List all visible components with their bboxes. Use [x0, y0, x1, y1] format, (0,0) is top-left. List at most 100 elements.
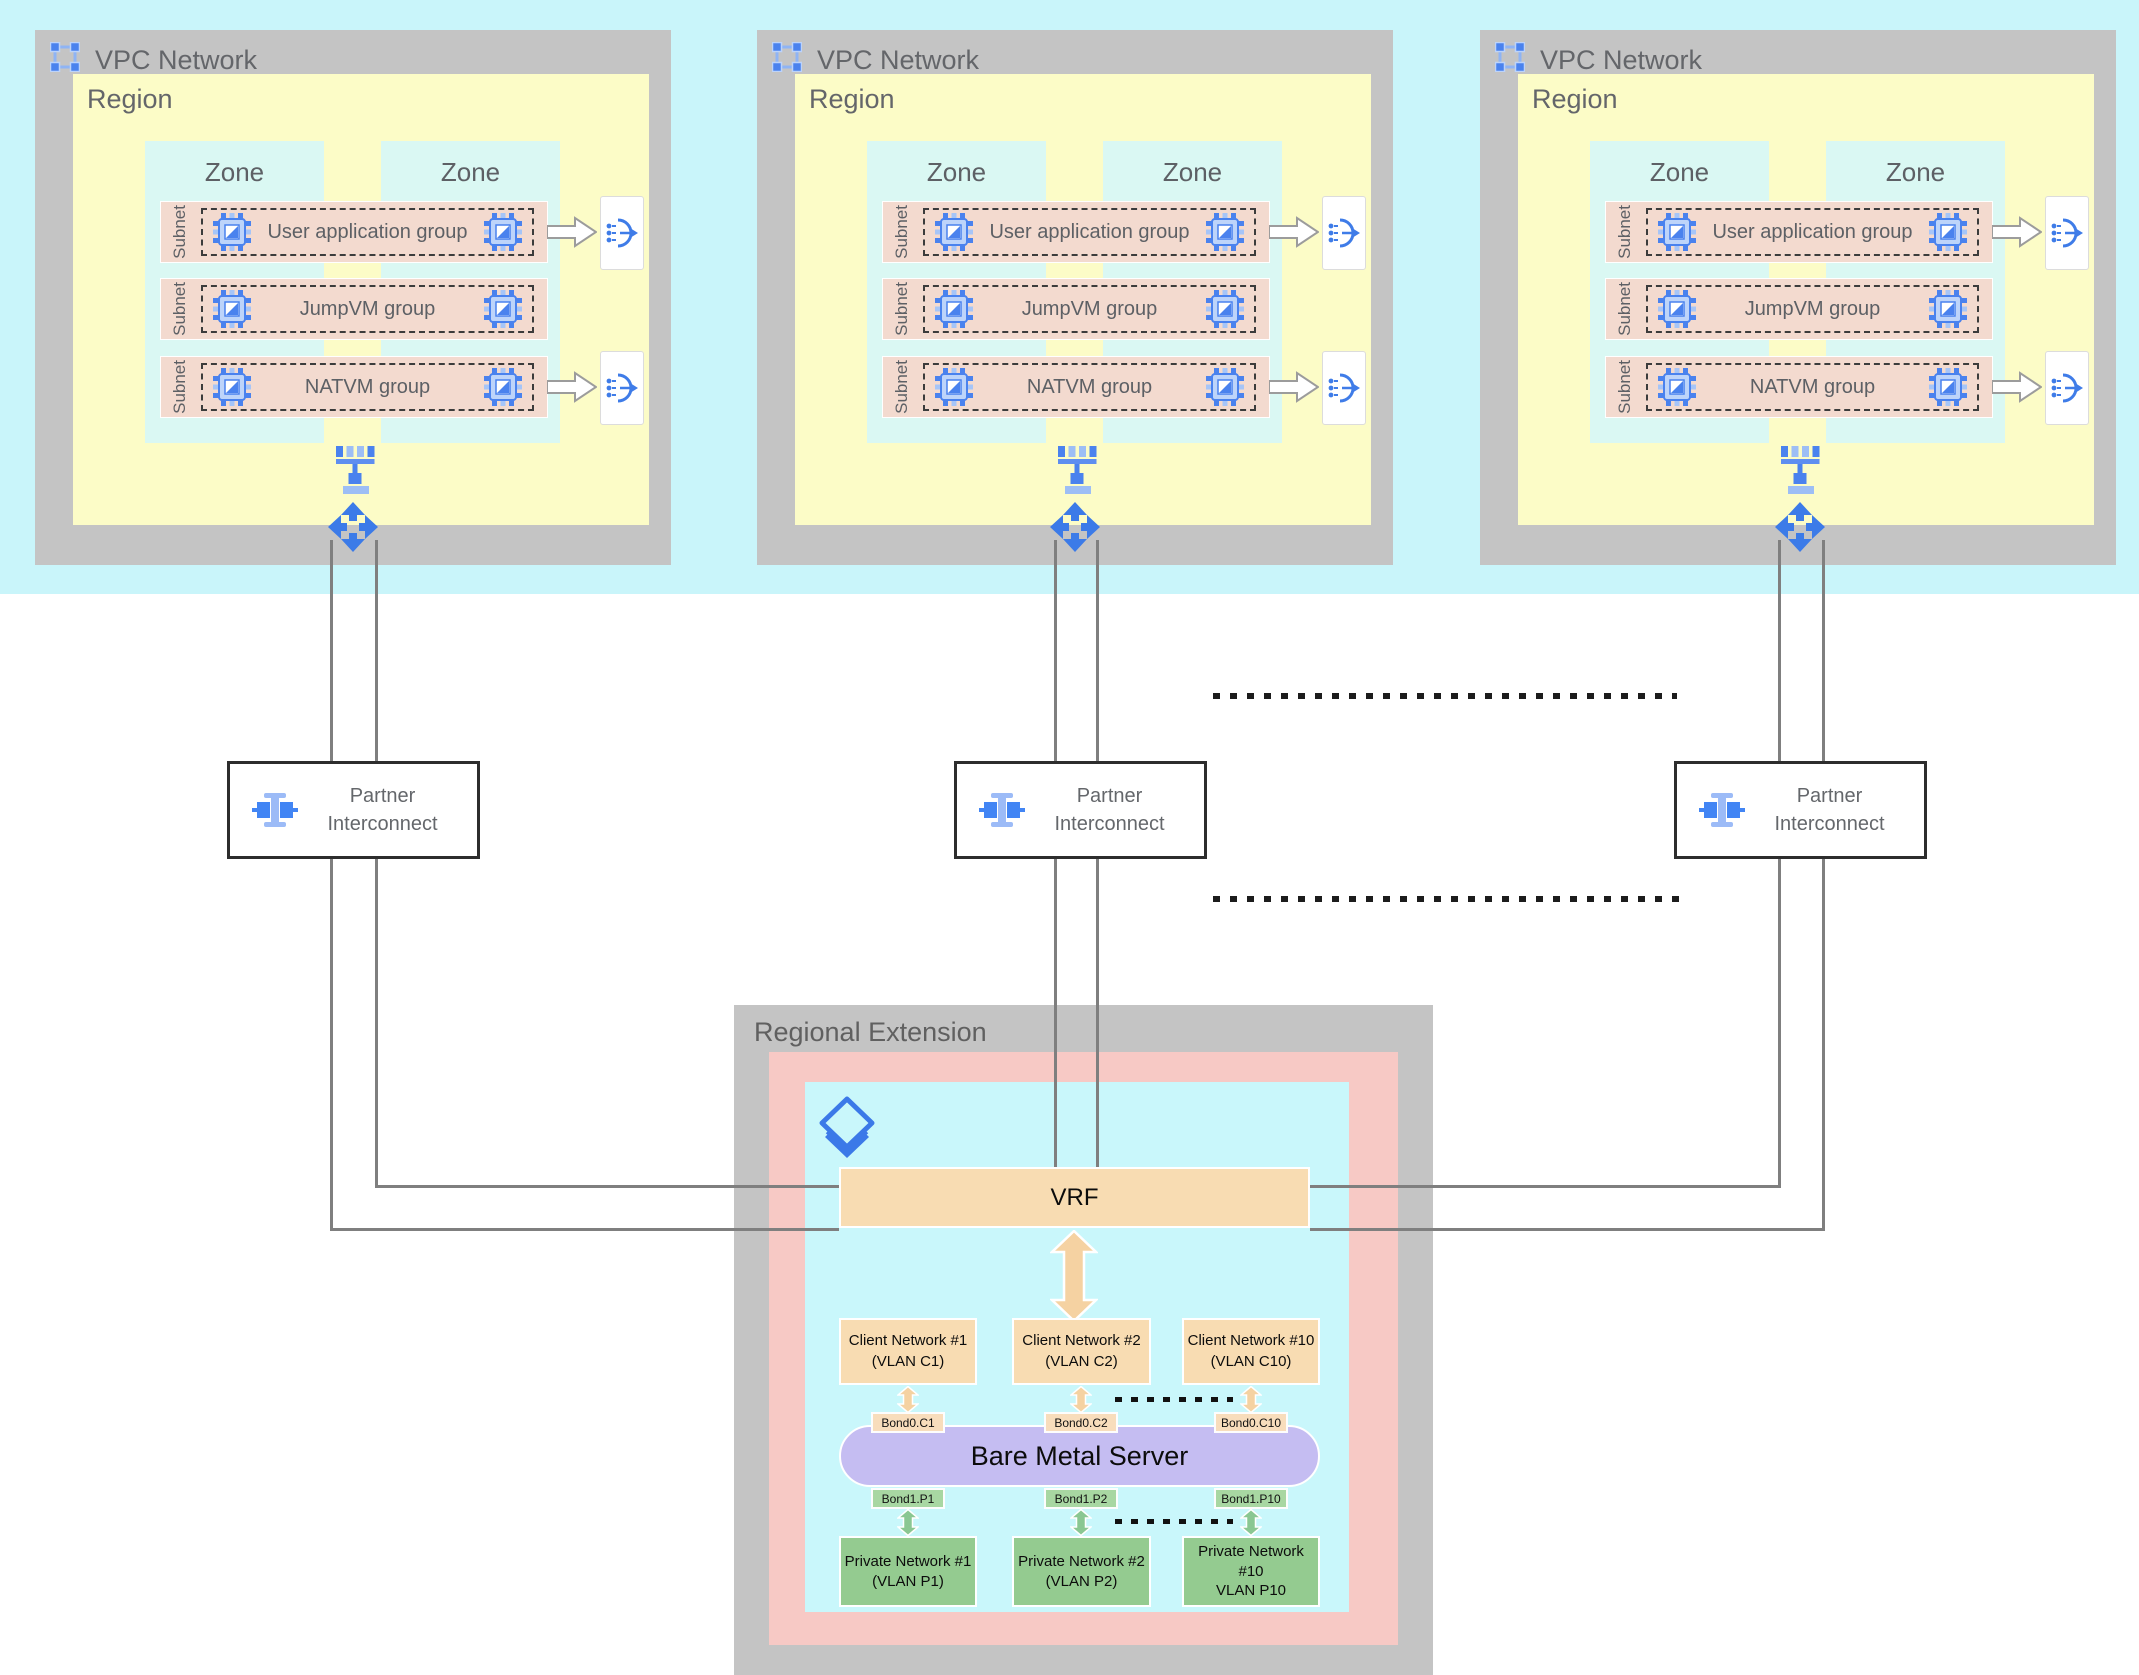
instance-group-outline: NATVM group [201, 363, 534, 411]
vpc-icon [772, 42, 802, 72]
bond-interface-label: Bond1.P10 [1214, 1488, 1288, 1509]
subnet-label: Subnet [1615, 282, 1634, 336]
zone-title: Zone [204, 157, 265, 187]
subnet-row: Subnet JumpVM group [160, 278, 548, 340]
instance-group-outline: JumpVM group [1646, 285, 1979, 333]
zone-title: Zone [926, 157, 987, 187]
flow-arrow [547, 216, 597, 248]
region-title: Region [1532, 84, 1618, 114]
client-network-vlan: (VLAN C1) [871, 1352, 945, 1370]
compute-vm-icon [1929, 290, 1967, 328]
instance-group-label: User application group [1712, 220, 1913, 243]
vpc-network-title: VPC Network [817, 45, 980, 75]
private-network-vlan: (VLAN P2) [1045, 1572, 1118, 1590]
partner-interconnect-icon [252, 793, 298, 827]
partner-interconnect-box: Partner Interconnect [1674, 761, 1927, 859]
region-title: Region [87, 84, 173, 114]
regional-extension-title: Regional Extension [754, 1017, 987, 1047]
compute-vm-icon [484, 213, 522, 251]
region-box: Region Zone Zone Subnet User application… [1518, 74, 2094, 525]
zone-title: Zone [1885, 157, 1946, 187]
compute-vm-icon [213, 290, 251, 328]
double-arrow-icon [1240, 1509, 1262, 1536]
subnet-row: Subnet NATVM group [882, 356, 1270, 418]
dotted-ellipsis-line [1213, 896, 1685, 902]
instance-group-label: NATVM group [1026, 375, 1153, 398]
connector-line [330, 1228, 839, 1231]
flow-arrow [1992, 371, 2042, 403]
region-box: Region Zone Zone Subnet User application… [73, 74, 649, 525]
subnet-label: Subnet [892, 282, 911, 336]
partner-interconnect-label: Partner Interconnect [327, 785, 438, 835]
load-balancer-icon [2051, 218, 2083, 248]
instance-group-label: JumpVM group [1744, 297, 1881, 320]
vpc-network-box: VPC Network Region Zone Zone Subnet User… [35, 30, 671, 565]
vpc-icon [50, 42, 80, 72]
dotted-ellipsis-line [1213, 693, 1677, 699]
load-balancer-icon [2051, 373, 2083, 403]
partner-interconnect-icon [1699, 793, 1745, 827]
bare-metal-server: Bare Metal Server [839, 1425, 1320, 1487]
compute-vm-icon [935, 368, 973, 406]
subnet-label: Subnet [892, 360, 911, 414]
private-network-box: Private Network #2 (VLAN P2) [1012, 1536, 1151, 1607]
client-network-vlan: (VLAN C10) [1210, 1352, 1292, 1370]
instance-group-outline: User application group [1646, 208, 1979, 256]
connector-line [330, 540, 333, 1231]
compute-vm-icon [935, 290, 973, 328]
compute-vm-icon [1206, 368, 1244, 406]
client-network-label: Client Network #2 [1022, 1332, 1141, 1350]
instance-group-outline: NATVM group [1646, 363, 1979, 411]
compute-vm-icon [1206, 290, 1244, 328]
private-network-label: Private Network [1198, 1543, 1304, 1561]
instance-group-label: NATVM group [1749, 375, 1876, 398]
compute-vm-icon [213, 368, 251, 406]
instance-group-outline: User application group [923, 208, 1256, 256]
instance-group-label: NATVM group [304, 375, 431, 398]
double-arrow-icon [1240, 1386, 1262, 1413]
vrf-bar: VRF [839, 1167, 1310, 1228]
partner-interconnect-box: Partner Interconnect [954, 761, 1207, 859]
load-balancer-box [2045, 196, 2089, 270]
subnet-row: Subnet JumpVM group [1605, 278, 1993, 340]
zone-title: Zone [440, 157, 501, 187]
subnet-row: Subnet User application group [1605, 201, 1993, 263]
compute-vm-icon [484, 290, 522, 328]
network-icon [1058, 446, 1097, 494]
region-title: Region [809, 84, 895, 114]
subnet-row: Subnet User application group [160, 201, 548, 263]
subnet-row: Subnet NATVM group [1605, 356, 1993, 418]
subnet-row: Subnet User application group [882, 201, 1270, 263]
subnet-row: Subnet JumpVM group [882, 278, 1270, 340]
flow-arrow [1269, 371, 1319, 403]
double-arrow-icon [1070, 1386, 1092, 1413]
four-way-arrows-icon [1775, 502, 1825, 552]
load-balancer-box [600, 196, 644, 270]
bond-interface-label: Bond1.P1 [871, 1488, 945, 1509]
four-way-arrows-icon [328, 502, 378, 552]
partner-interconnect-icon [979, 793, 1025, 827]
private-network-label: Private Network #2 [1018, 1553, 1145, 1570]
private-network-vlan: #10 [1238, 1562, 1264, 1580]
client-network-box: Client Network #10 (VLAN C10) [1182, 1318, 1320, 1385]
bond-interface-label: Bond0.C1 [871, 1412, 945, 1433]
connector-line [1822, 540, 1825, 1231]
subnet-label: Subnet [170, 205, 189, 259]
instance-group-label: User application group [267, 220, 468, 243]
flow-arrow [1269, 216, 1319, 248]
instance-group-outline: JumpVM group [201, 285, 534, 333]
load-balancer-box [1322, 351, 1366, 425]
load-balancer-icon [606, 373, 638, 403]
vpc-network-box: VPC Network Region Zone Zone Subnet User… [1480, 30, 2116, 565]
double-arrow-icon [897, 1386, 919, 1413]
network-icon [336, 446, 375, 494]
double-arrow-icon [1070, 1509, 1092, 1536]
load-balancer-icon [606, 218, 638, 248]
load-balancer-box [1322, 196, 1366, 270]
client-network-label: Client Network #10 [1187, 1332, 1315, 1350]
instance-group-label: JumpVM group [1021, 297, 1158, 320]
partner-interconnect-label: Partner Interconnect [1054, 785, 1165, 835]
load-balancer-box [600, 351, 644, 425]
load-balancer-box [2045, 351, 2089, 425]
